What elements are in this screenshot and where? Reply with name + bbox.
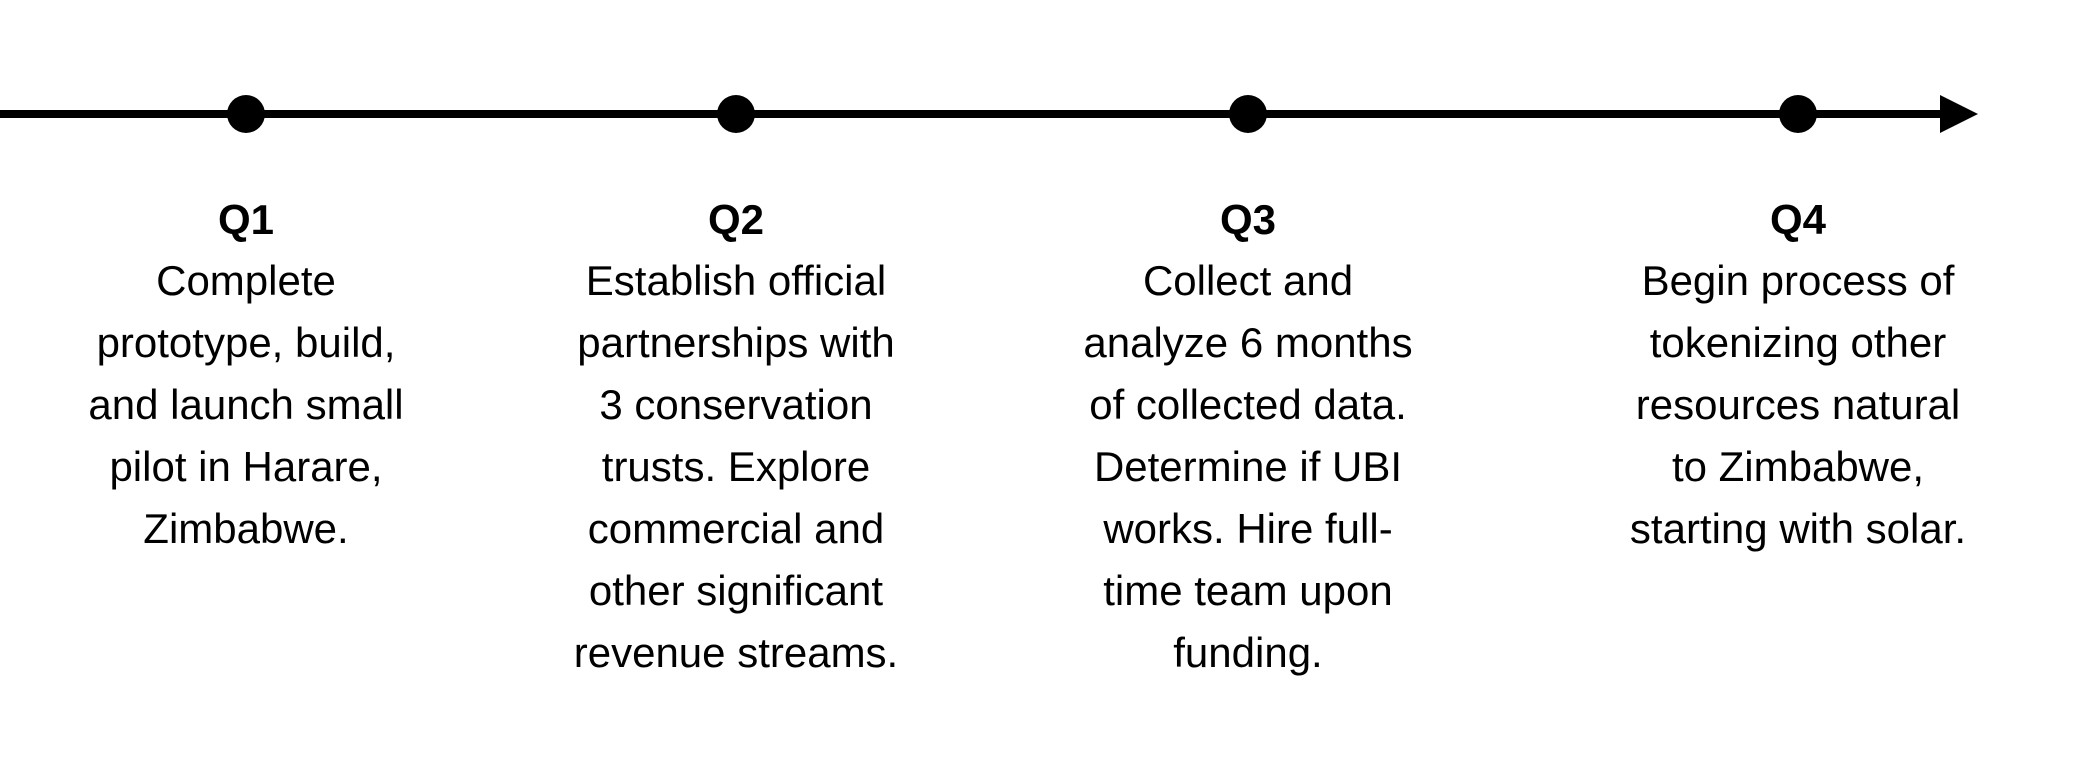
description-line: Begin process of bbox=[1641, 257, 1955, 304]
description-line: time team upon bbox=[1103, 567, 1393, 614]
description-line: commercial and bbox=[587, 505, 885, 552]
description-line: to Zimbabwe, bbox=[1671, 443, 1925, 490]
description-line: of collected data. bbox=[1089, 381, 1407, 428]
milestone-label: Q4 bbox=[1769, 196, 1827, 243]
description-line: analyze 6 months bbox=[1083, 319, 1413, 366]
description-line: pilot in Harare, bbox=[109, 443, 383, 490]
description-line: works. Hire full- bbox=[1103, 505, 1393, 552]
milestone-label: Q1 bbox=[217, 196, 275, 243]
description-line: Collect and bbox=[1142, 257, 1354, 304]
description-line: 3 conservation bbox=[599, 381, 873, 428]
milestone-dot-q3 bbox=[1229, 95, 1267, 133]
description-line: Establish official bbox=[585, 257, 887, 304]
description-line: revenue streams. bbox=[573, 629, 899, 676]
description-line: other significant bbox=[588, 567, 884, 614]
milestone-q2: Q2 Establish official partnerships with … bbox=[536, 196, 936, 684]
description-line: and launch small bbox=[88, 381, 404, 428]
description-line: funding. bbox=[1173, 629, 1323, 676]
timeline-axis bbox=[0, 110, 1948, 118]
description-line: partnerships with bbox=[577, 319, 895, 366]
milestone-q3: Q3 Collect and analyze 6 months of colle… bbox=[1048, 196, 1448, 684]
milestone-dot-q2 bbox=[717, 95, 755, 133]
description-line: prototype, build, bbox=[96, 319, 396, 366]
milestone-q4: Q4 Begin process of tokenizing other res… bbox=[1598, 196, 1998, 560]
milestone-description: Begin process of tokenizing other resour… bbox=[1598, 250, 1998, 560]
milestone-dot-q4 bbox=[1779, 95, 1817, 133]
description-line: Complete bbox=[156, 257, 336, 304]
description-line: trusts. Explore bbox=[601, 443, 871, 490]
milestone-dot-q1 bbox=[227, 95, 265, 133]
milestone-description: Establish official partnerships with 3 c… bbox=[536, 250, 936, 684]
milestone-label: Q3 bbox=[1219, 196, 1277, 243]
description-line: tokenizing other bbox=[1649, 319, 1947, 366]
milestone-description: Collect and analyze 6 months of collecte… bbox=[1048, 250, 1448, 684]
milestone-q1: Q1 Complete prototype, build, and launch… bbox=[46, 196, 446, 560]
description-line: Zimbabwe. bbox=[143, 505, 349, 552]
timeline-arrow-head bbox=[1940, 95, 1978, 133]
description-line: starting with solar. bbox=[1629, 505, 1967, 552]
milestone-description: Complete prototype, build, and launch sm… bbox=[46, 250, 446, 560]
description-line: resources natural bbox=[1635, 381, 1961, 428]
description-line: Determine if UBI bbox=[1093, 443, 1403, 490]
milestone-label: Q2 bbox=[707, 196, 765, 243]
